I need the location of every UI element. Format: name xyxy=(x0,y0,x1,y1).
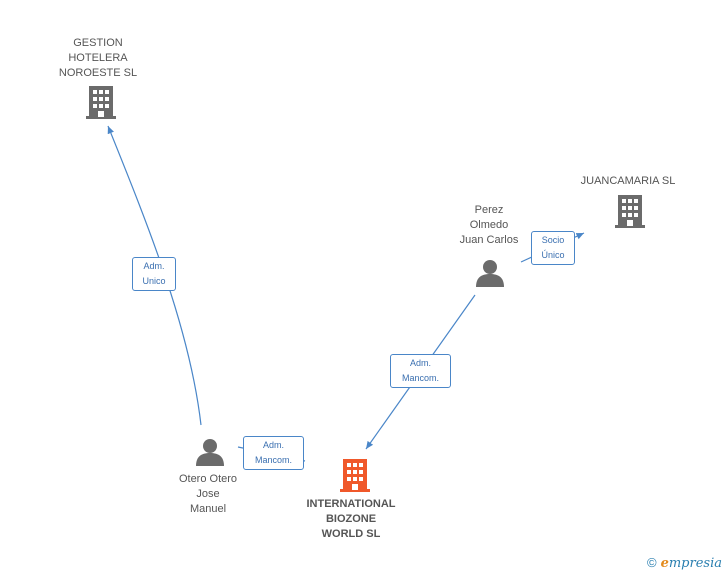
copyright-symbol: © xyxy=(646,555,657,570)
node-label-otero: Otero Otero Jose Manuel xyxy=(178,473,238,515)
node-label-international: INTERNATIONAL BIOZONE WORLD SL xyxy=(306,498,396,540)
building-icon xyxy=(86,86,116,119)
node-label-juancamaria: JUANCAMARIA SL xyxy=(580,175,676,187)
edge-label-adm-mancom-perez: Adm. Mancom. xyxy=(390,354,451,388)
building-icon xyxy=(615,195,645,228)
edge-label-adm-mancom-otero: Adm. Mancom. xyxy=(243,436,304,470)
brand-footer: ©empresia xyxy=(647,555,722,571)
person-icon xyxy=(196,439,224,466)
edge-label-adm-unico: Adm. Unico xyxy=(132,257,176,291)
brand-logo-e: e xyxy=(660,556,669,571)
edge-label-socio-unico: Socio Único xyxy=(531,231,575,265)
node-label-perez: Perez Olmedo Juan Carlos xyxy=(459,204,519,246)
node-label-gestion: GESTION HOTELERA NOROESTE SL xyxy=(58,37,138,79)
brand-logo-text: mpresia xyxy=(668,556,722,571)
person-icon xyxy=(476,260,504,287)
highlight-building-icon xyxy=(340,459,370,492)
